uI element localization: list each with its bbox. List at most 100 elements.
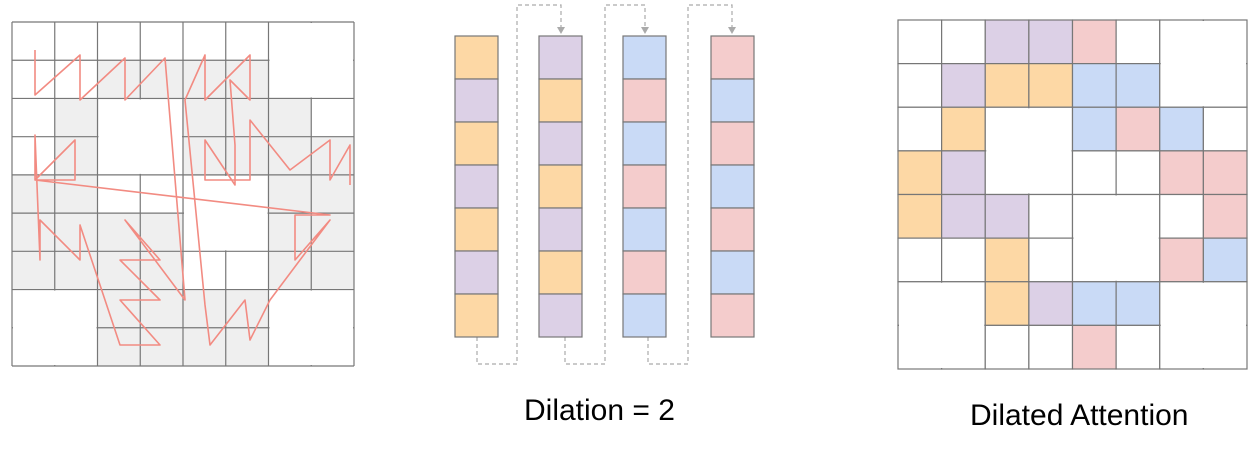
grid-cell xyxy=(140,22,183,61)
merged-cell xyxy=(269,23,353,98)
merged-cell xyxy=(98,99,182,174)
attention-cell xyxy=(941,193,986,239)
grid-cell xyxy=(311,213,354,252)
serpentine-curve xyxy=(34,50,351,346)
attention-cell xyxy=(1071,19,1117,65)
sequence-token xyxy=(538,35,583,80)
sequence-token xyxy=(454,250,499,295)
attention-cell xyxy=(1028,281,1074,326)
attention-cell xyxy=(1071,63,1117,108)
merged-cell xyxy=(13,290,97,365)
sequence-token xyxy=(710,250,755,295)
attention-cell xyxy=(1202,106,1248,152)
attention-cell xyxy=(1159,106,1204,152)
attention-cell xyxy=(1202,193,1248,239)
grid-cell xyxy=(12,251,55,290)
grid-cell xyxy=(54,60,98,99)
merged-cell xyxy=(986,108,1072,194)
attention-cell xyxy=(897,63,943,108)
grid-cell xyxy=(268,251,312,290)
attention-cell xyxy=(1202,237,1248,283)
attention-cell xyxy=(1159,237,1204,283)
attention-cell xyxy=(897,237,943,283)
grid-cell xyxy=(12,60,55,99)
grid-cell xyxy=(140,289,183,328)
grid-cell xyxy=(12,98,55,137)
grid-cell xyxy=(140,251,183,290)
grid-cell xyxy=(225,136,269,175)
attention-cell xyxy=(1115,106,1161,152)
sequence-token xyxy=(538,250,583,295)
grid-cell xyxy=(54,22,98,61)
attention-cell xyxy=(984,324,1030,370)
sequence-token xyxy=(710,207,755,252)
arrow-head-icon xyxy=(641,27,649,34)
sequence-token xyxy=(710,35,755,80)
grid-cell xyxy=(97,213,141,252)
attention-cell xyxy=(1028,237,1074,283)
sequence-token xyxy=(538,207,583,252)
grid-cell xyxy=(54,174,98,214)
attention-cell xyxy=(984,19,1030,65)
sequence-token xyxy=(538,78,583,123)
attention-cell xyxy=(897,19,943,65)
grid-cell xyxy=(12,136,55,175)
attention-cell xyxy=(941,150,986,196)
attention-cell xyxy=(897,150,943,196)
connector xyxy=(476,4,562,365)
attention-cell xyxy=(1159,193,1204,239)
grid-cell xyxy=(12,213,55,252)
merged-cell xyxy=(899,282,985,368)
sequence-token xyxy=(622,207,667,252)
attention-cell xyxy=(897,106,943,152)
grid-cell xyxy=(311,174,354,214)
attention-cell xyxy=(1115,324,1161,370)
sequence-token xyxy=(538,121,583,166)
sequence-token xyxy=(622,121,667,166)
grid-cell xyxy=(97,60,141,99)
sequence-token xyxy=(454,35,499,80)
sequence-token xyxy=(710,164,755,209)
attention-cell xyxy=(941,106,986,152)
caption-dilated-attention: Dilated Attention xyxy=(970,399,1189,432)
left-panel-serpentine-grid xyxy=(11,21,355,367)
sequence-token xyxy=(622,78,667,123)
grid-cell xyxy=(97,22,141,61)
sequence-token xyxy=(710,121,755,166)
arrow-head-icon xyxy=(728,27,736,34)
grid-cell xyxy=(183,22,226,61)
attention-cell xyxy=(1071,106,1117,152)
sequence-token xyxy=(622,35,667,80)
grid-cell xyxy=(225,251,269,290)
grid-cell xyxy=(225,327,269,366)
grid-cell xyxy=(268,213,312,252)
attention-cell xyxy=(1115,150,1161,196)
attention-cell xyxy=(1071,281,1117,326)
attention-cell xyxy=(1028,63,1074,108)
grid-cell xyxy=(54,98,98,137)
grid-cell xyxy=(12,22,55,61)
attention-cell xyxy=(1028,324,1074,370)
sequence-token xyxy=(454,121,499,166)
middle-panel-dilated-sequences xyxy=(454,4,755,365)
merged-cell xyxy=(1073,195,1159,281)
right-panel-dilated-attention-grid xyxy=(897,19,1248,370)
grid-cell xyxy=(225,60,269,99)
merged-cell xyxy=(269,290,353,365)
grid-cell xyxy=(268,174,312,214)
attention-cell xyxy=(984,63,1030,108)
attention-cell xyxy=(1071,150,1117,196)
attention-cell xyxy=(1115,63,1161,108)
attention-cell xyxy=(1115,281,1161,326)
attention-cell xyxy=(897,193,943,239)
attention-cell xyxy=(984,237,1030,283)
grid-cell xyxy=(268,98,312,137)
attention-cell xyxy=(984,193,1030,239)
sequence-token xyxy=(538,164,583,209)
grid-cell xyxy=(140,60,183,99)
sequence-token xyxy=(454,164,499,209)
grid-cell xyxy=(97,251,141,290)
attention-cell xyxy=(984,281,1030,326)
grid-cell xyxy=(183,98,226,137)
